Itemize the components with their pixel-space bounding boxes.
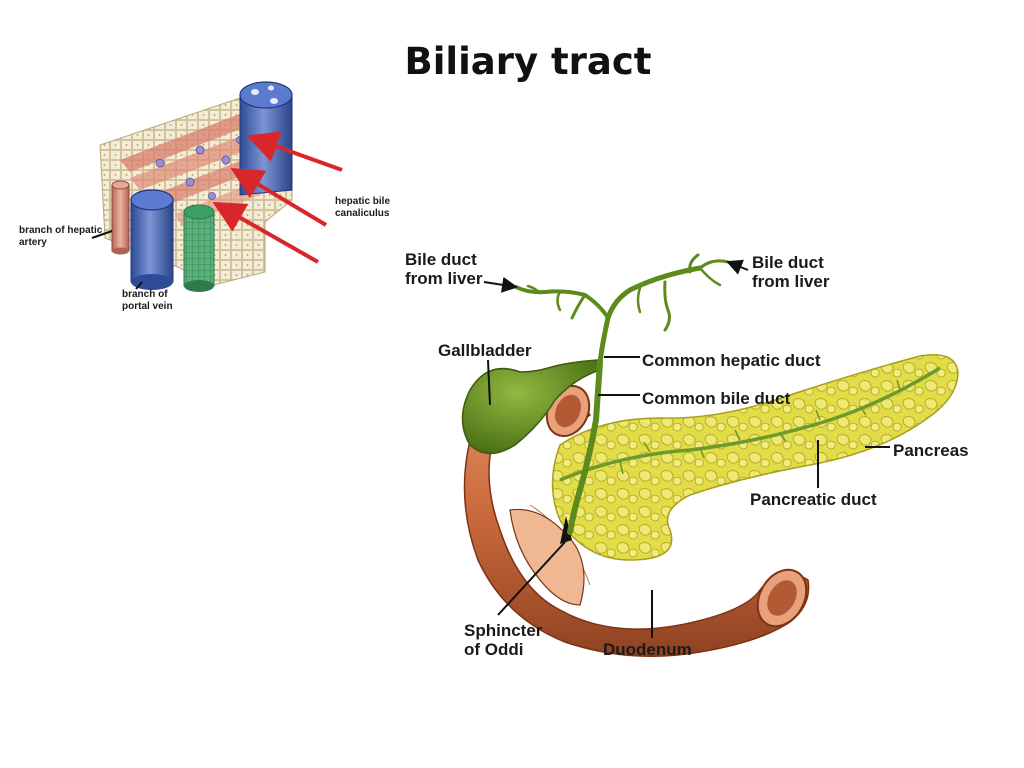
duodenum-label: Duodenum <box>603 640 692 659</box>
page-title: Biliary tract <box>404 40 652 83</box>
sphincter-label-line1: Sphincter <box>464 621 543 640</box>
hepatic-artery-label-line1: branch of hepatic <box>19 225 103 236</box>
portal-vein-label-line2: portal vein <box>122 301 173 312</box>
portal-vein-label-line1: branch of <box>122 289 168 300</box>
hepatic-artery-label-line2: artery <box>19 237 47 248</box>
bile-duct-left-label-line2: from liver <box>405 269 483 288</box>
pancreas <box>551 354 959 561</box>
canaliculus-label-line2: canaliculus <box>335 208 390 219</box>
canaliculus-label-line1: hepatic bile <box>335 196 390 207</box>
bile-duct-right-label-line1: Bile duct <box>752 253 824 272</box>
biliary-tract-illustration <box>461 253 959 657</box>
pancreatic-duct <box>559 366 941 482</box>
common-hepatic-duct-label: Common hepatic duct <box>642 351 821 370</box>
bile-duct-left-label-line1: Bile duct <box>405 250 477 269</box>
gallbladder <box>461 359 601 455</box>
common-bile-duct-label: Common bile duct <box>642 389 791 408</box>
liver-lobule-illustration <box>91 81 343 292</box>
gallbladder-label: Gallbladder <box>438 341 532 360</box>
pancreas-label: Pancreas <box>893 441 969 460</box>
bile-duct-right-label-line2: from liver <box>752 272 830 291</box>
pancreatic-duct-label: Pancreatic duct <box>750 490 877 509</box>
sphincter-label-line2: of Oddi <box>464 640 523 659</box>
